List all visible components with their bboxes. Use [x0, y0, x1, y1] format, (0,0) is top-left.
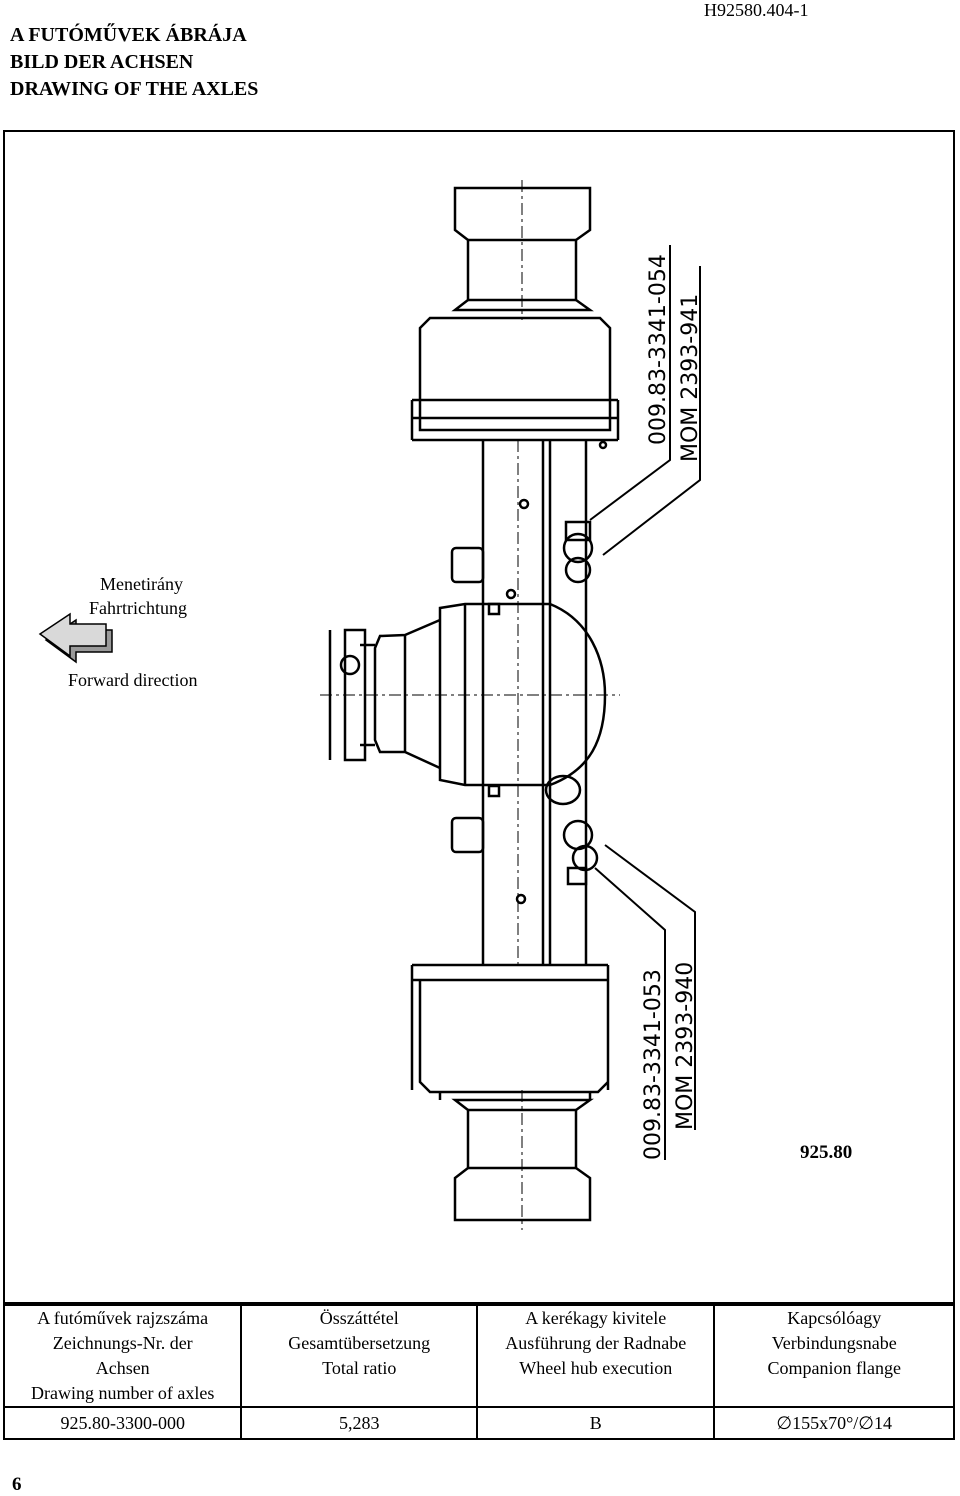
header-total-ratio: Összáttétel Gesamtübersetzung Total rati…: [240, 1304, 479, 1408]
document-number: H92580.404-1: [704, 0, 809, 20]
header-drawing-number: A futóművek rajzszáma Zeichnungs-Nr. der…: [2, 1304, 243, 1408]
spec-table: A futóművek rajzszáma Zeichnungs-Nr. der…: [2, 1304, 955, 1440]
left-arrow-icon: [38, 612, 113, 664]
value-wheel-hub: B: [476, 1406, 716, 1440]
top-part-number-2: MOM 2393-941: [678, 294, 703, 462]
title-line-de: BILD DER ACHSEN: [10, 51, 194, 73]
direction-label-en: Forward direction: [68, 670, 198, 690]
spec-table-value-row: 925.80-3300-000 5,283 B ∅155x70°/∅14: [2, 1406, 955, 1440]
value-drawing-number: 925.80-3300-000: [2, 1406, 243, 1440]
bottom-part-number-2: MOM 2393-940: [673, 962, 698, 1130]
bottom-part-number-1: 009.83-3341-053: [641, 969, 666, 1160]
header-wheel-hub: A kerékagy kivitele Ausführung der Radna…: [476, 1304, 716, 1408]
drawing-frame: [3, 130, 955, 1304]
title-line-en: DRAWING OF THE AXLES: [10, 78, 259, 100]
document-title: A FUTÓMŰVEK ÁBRÁJA BILD DER ACHSEN DRAWI…: [10, 22, 258, 103]
direction-label-de: Fahrtrichtung: [89, 598, 187, 618]
title-line-hu: A FUTÓMŰVEK ÁBRÁJA: [10, 24, 247, 46]
page-number: 6: [12, 1474, 22, 1495]
axle-outline: [320, 180, 701, 1230]
value-companion-flange: ∅155x70°/∅14: [713, 1406, 955, 1440]
top-part-number-1: 009.83-3341-054: [646, 254, 671, 445]
value-total-ratio: 5,283: [240, 1406, 479, 1440]
direction-label-hu: Menetirány: [100, 574, 183, 594]
header-companion-flange: Kapcsólóagy Verbindungsnabe Companion fl…: [713, 1304, 955, 1408]
spec-table-header-row: A futóművek rajzszáma Zeichnungs-Nr. der…: [2, 1304, 955, 1408]
model-number: 925.80: [800, 1142, 853, 1163]
